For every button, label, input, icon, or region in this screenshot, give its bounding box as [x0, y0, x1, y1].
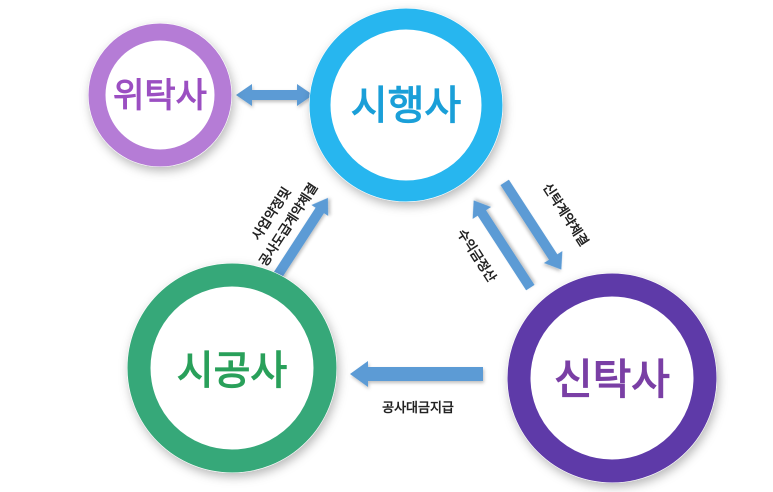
arrows — [236, 84, 563, 387]
trustee-label: 신탁사 — [554, 355, 670, 404]
constructor-label: 시공사 — [177, 348, 288, 394]
trustee-ring — [507, 273, 717, 483]
node-trustee: 신탁사 — [507, 273, 717, 483]
node-developer: 시행사 — [309, 8, 503, 202]
developer-circle — [309, 8, 503, 202]
arrow-construction-payment — [350, 361, 483, 387]
arrow-developer-constructor — [267, 197, 329, 291]
arrow-profit-settlement — [472, 200, 535, 291]
developer-label: 시행사 — [351, 83, 462, 129]
consignor-ring — [88, 23, 232, 167]
node-constructor: 시공사 — [127, 263, 337, 473]
consignor-circle — [88, 23, 232, 167]
constructor-circle — [127, 263, 337, 473]
node-consignor: 위탁사 — [88, 23, 232, 167]
arrow-trust-contract — [500, 179, 563, 270]
constructor-ring — [127, 263, 337, 473]
arrow-consignor-developer — [236, 84, 313, 106]
label-construction-payment: 공사대금지급 — [382, 400, 454, 416]
developer-ring — [309, 8, 503, 202]
consignor-label: 위탁사 — [113, 76, 207, 116]
trustee-circle — [507, 273, 717, 483]
